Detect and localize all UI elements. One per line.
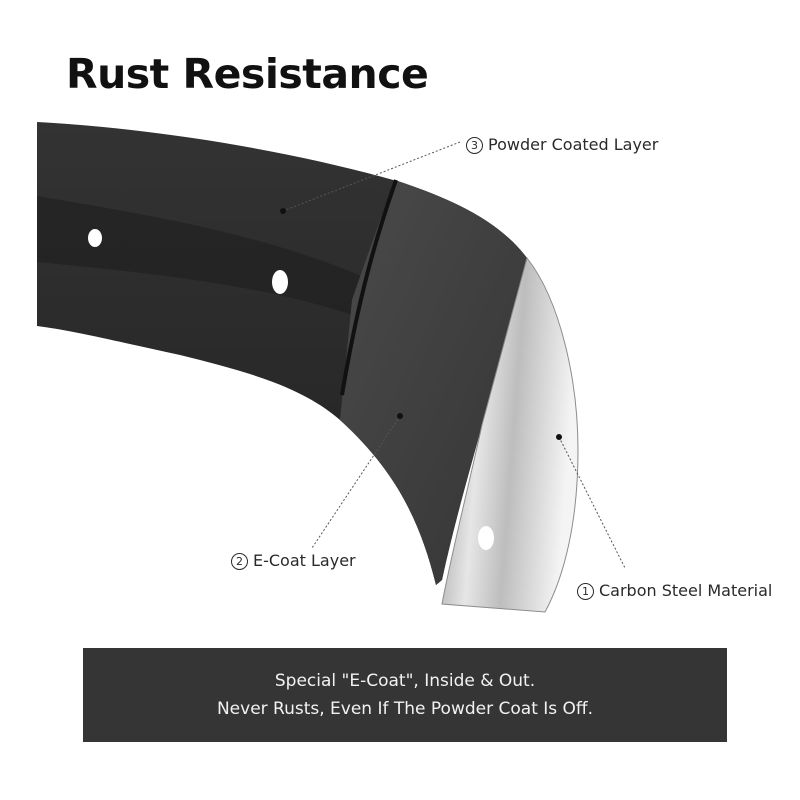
e-coat-layer (340, 180, 527, 585)
cut-edge-line (340, 179, 398, 396)
info-banner: Special "E-Coat", Inside & Out. Never Ru… (83, 648, 727, 742)
callout-label: Powder Coated Layer (488, 135, 659, 154)
callout-number: 1 (577, 583, 594, 600)
callout-number: 2 (231, 553, 248, 570)
mounting-hole (272, 270, 288, 294)
mounting-hole (478, 526, 494, 550)
callout-e-coat-layer: 2 E-Coat Layer (231, 551, 356, 570)
callout-powder-coated-layer: 3 Powder Coated Layer (466, 135, 658, 154)
callout-label: E-Coat Layer (253, 551, 356, 570)
callout-label: Carbon Steel Material (599, 581, 773, 600)
leader-line-steel (558, 436, 626, 569)
leader-dot-ecoat (397, 413, 403, 419)
fender-flange (37, 196, 450, 360)
banner-line-1: Special "E-Coat", Inside & Out. (274, 671, 536, 691)
callout-carbon-steel-material: 1 Carbon Steel Material (577, 581, 772, 600)
page-title: Rust Resistance (66, 50, 429, 98)
leader-line-ecoat (311, 415, 401, 549)
banner-line-2: Never Rusts, Even If The Powder Coat Is … (216, 699, 594, 719)
leader-dot-powder (280, 208, 286, 214)
callout-number: 3 (466, 137, 483, 154)
carbon-steel-layer (441, 256, 579, 613)
leader-dot-steel (556, 434, 562, 440)
mounting-hole (88, 229, 102, 247)
